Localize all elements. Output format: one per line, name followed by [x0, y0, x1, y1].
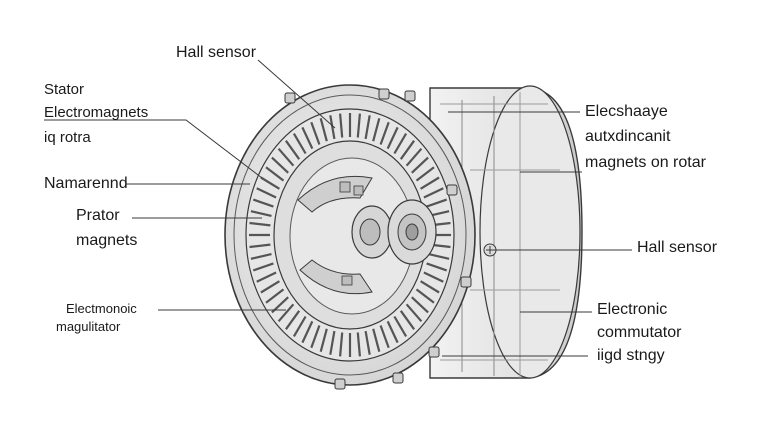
stator-fin	[339, 113, 344, 138]
stator-fin	[364, 115, 371, 140]
stator-fin	[265, 166, 285, 182]
housing-bolts	[284, 88, 472, 390]
label-stator: Stator	[44, 81, 85, 98]
label-magnets: magnets	[76, 232, 138, 249]
stator-fin	[379, 121, 390, 145]
bolt	[460, 276, 472, 288]
stator-fin	[277, 147, 295, 167]
stator-fin	[411, 296, 429, 314]
label-magnets-on-rotar: magnets on rotar	[585, 154, 706, 171]
stator-fin	[319, 118, 328, 142]
stator-fins	[249, 113, 451, 357]
bolt	[378, 88, 390, 100]
stator-fin	[386, 320, 399, 344]
stator-fin	[265, 288, 285, 304]
stator-fin	[249, 221, 271, 227]
label-magulitator: magulitator	[56, 319, 121, 334]
stator-fin	[405, 303, 423, 323]
bolt	[392, 372, 404, 384]
stator-fin	[399, 310, 415, 330]
label-electmonoic: Electmonoic	[66, 301, 137, 316]
bolt	[284, 92, 296, 104]
stator-fin	[364, 330, 371, 355]
stator-fin	[428, 253, 450, 260]
label-prator: Prator	[76, 207, 120, 224]
motor-front-face	[224, 84, 476, 386]
stator-fin	[399, 140, 415, 160]
stator-fin	[339, 332, 344, 357]
stator-fin	[285, 140, 301, 160]
stator-fin	[393, 315, 408, 337]
stator-fin	[301, 320, 314, 344]
stator-fin	[393, 133, 408, 155]
stator-fin	[426, 262, 448, 272]
stator-fin	[420, 176, 440, 190]
bolt	[428, 346, 440, 358]
stator-fin	[252, 262, 274, 272]
stator-fin	[415, 166, 435, 182]
stator-fin	[310, 121, 321, 145]
leader-hall-sensor-top	[257, 59, 336, 129]
stator-fin	[415, 288, 435, 304]
stator-fin	[292, 315, 307, 337]
stator-fin	[426, 198, 448, 208]
stator-fin	[423, 271, 444, 283]
label-hall-sensor-right: Hall sensor	[637, 239, 718, 256]
stator-fin	[411, 156, 429, 174]
label-iq-rotra: iq rotra	[44, 129, 91, 146]
stator-fin	[310, 325, 321, 349]
motor-housing	[429, 85, 583, 379]
bolt	[334, 378, 346, 390]
stator-fin	[256, 187, 277, 199]
label-commutator: commutator	[597, 324, 682, 341]
label-iigd-stngy: iigd stngy	[597, 347, 665, 364]
stator-fin	[386, 126, 399, 150]
label-autxdincanit: autxdincanit	[585, 128, 671, 145]
leader-lines	[44, 59, 632, 357]
stator-fin	[420, 280, 440, 294]
stator-fin	[372, 328, 381, 352]
stator-fin	[372, 118, 381, 142]
stator-fin	[423, 187, 444, 199]
stator-fin	[379, 325, 390, 349]
stator-fin	[292, 133, 307, 155]
stator-fin	[301, 126, 314, 150]
leader-electromagnets	[44, 119, 263, 179]
stator-fin	[356, 332, 361, 357]
stator-fin	[260, 280, 280, 294]
stator-fin	[277, 303, 295, 323]
label-electromagnets: Electromagnets	[44, 104, 149, 121]
stator-fin	[329, 330, 336, 355]
label-namarennd: Namarennd	[44, 175, 128, 192]
bolt	[404, 90, 416, 102]
stator-fin	[256, 271, 277, 283]
label-electronic: Electronic	[597, 301, 668, 318]
stator-fin	[285, 310, 301, 330]
stator-fin	[319, 328, 328, 352]
stator-fin	[249, 243, 271, 249]
stator-fin	[405, 147, 423, 167]
stator-fin	[260, 176, 280, 190]
stator-fin	[250, 210, 272, 217]
stator-fin	[356, 113, 361, 138]
stator-fin	[271, 156, 289, 174]
label-elecshaaye: Elecshaaye	[585, 103, 668, 120]
bolt	[446, 184, 458, 196]
stator-fin	[250, 253, 272, 260]
label-hall-sensor-top: Hall sensor	[176, 44, 257, 61]
stator-fin	[252, 198, 274, 208]
stator-fin	[329, 115, 336, 140]
